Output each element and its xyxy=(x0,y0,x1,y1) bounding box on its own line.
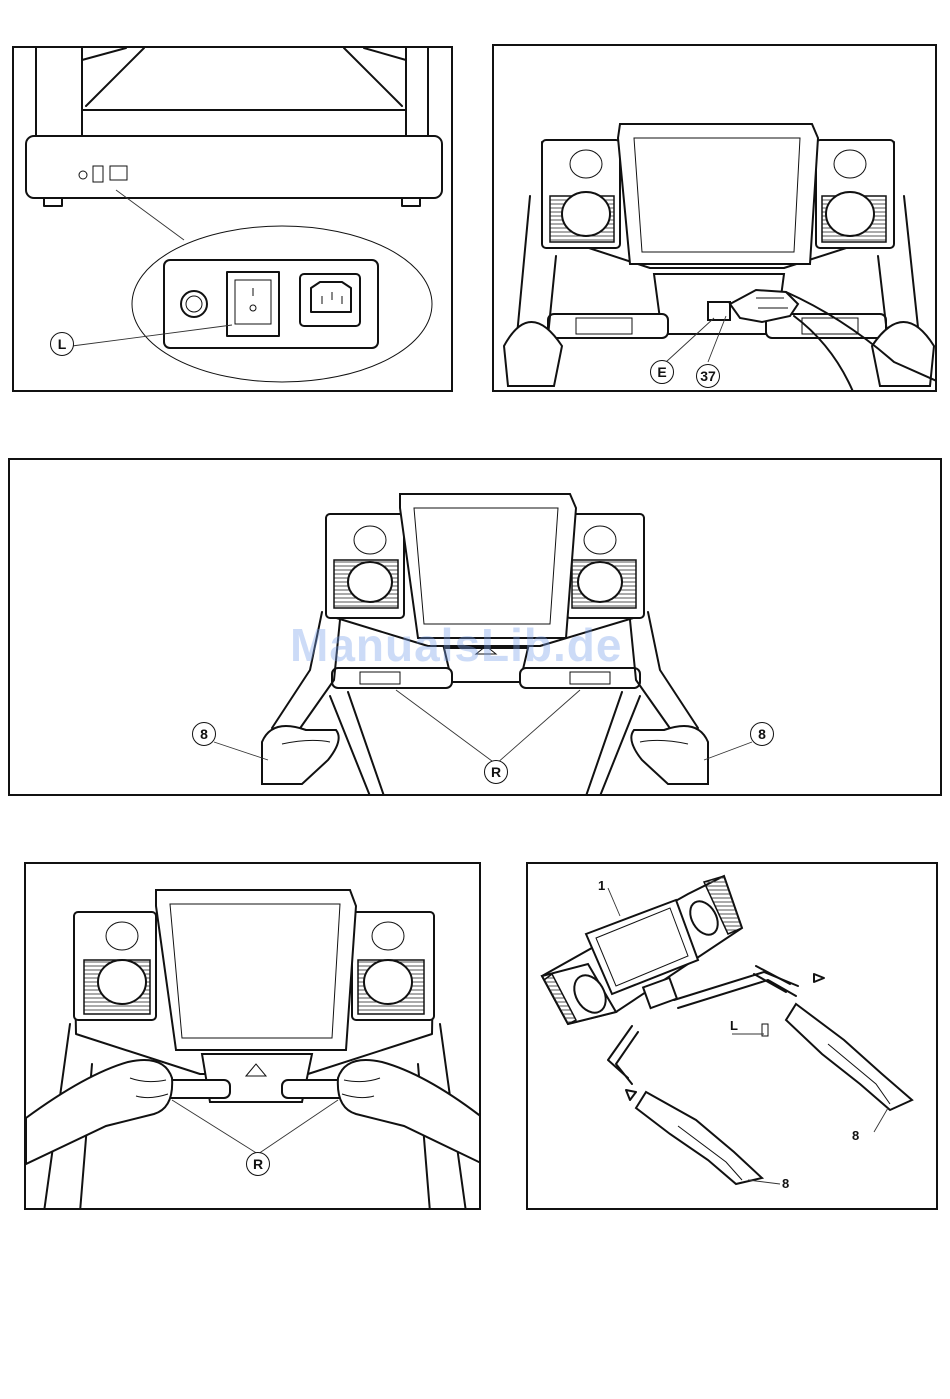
label-l: L xyxy=(730,1018,738,1033)
label-8-upper: 8 xyxy=(852,1128,859,1143)
exploded-assembly-illustration xyxy=(528,864,938,1210)
callout-8-left: 8 xyxy=(192,722,216,746)
callout-37: 37 xyxy=(696,364,720,388)
console-connection-illustration xyxy=(494,46,937,392)
power-switch-illustration xyxy=(14,48,453,392)
callout-r: R xyxy=(246,1152,270,1176)
watermark: ManualsLib.de xyxy=(290,618,622,672)
label-1: 1 xyxy=(598,878,605,893)
panel-exploded-assembly: 1 L 8 8 xyxy=(526,862,938,1210)
callout-e: E xyxy=(650,360,674,384)
callout-l: L xyxy=(50,332,74,356)
callout-r: R xyxy=(484,760,508,784)
callout-8-right: 8 xyxy=(750,722,774,746)
label-8-lower: 8 xyxy=(782,1176,789,1191)
panel-handgrip-sensors: R xyxy=(24,862,481,1210)
panel-console-connection: E 37 xyxy=(492,44,937,392)
panel-power-switch: L xyxy=(12,46,453,392)
